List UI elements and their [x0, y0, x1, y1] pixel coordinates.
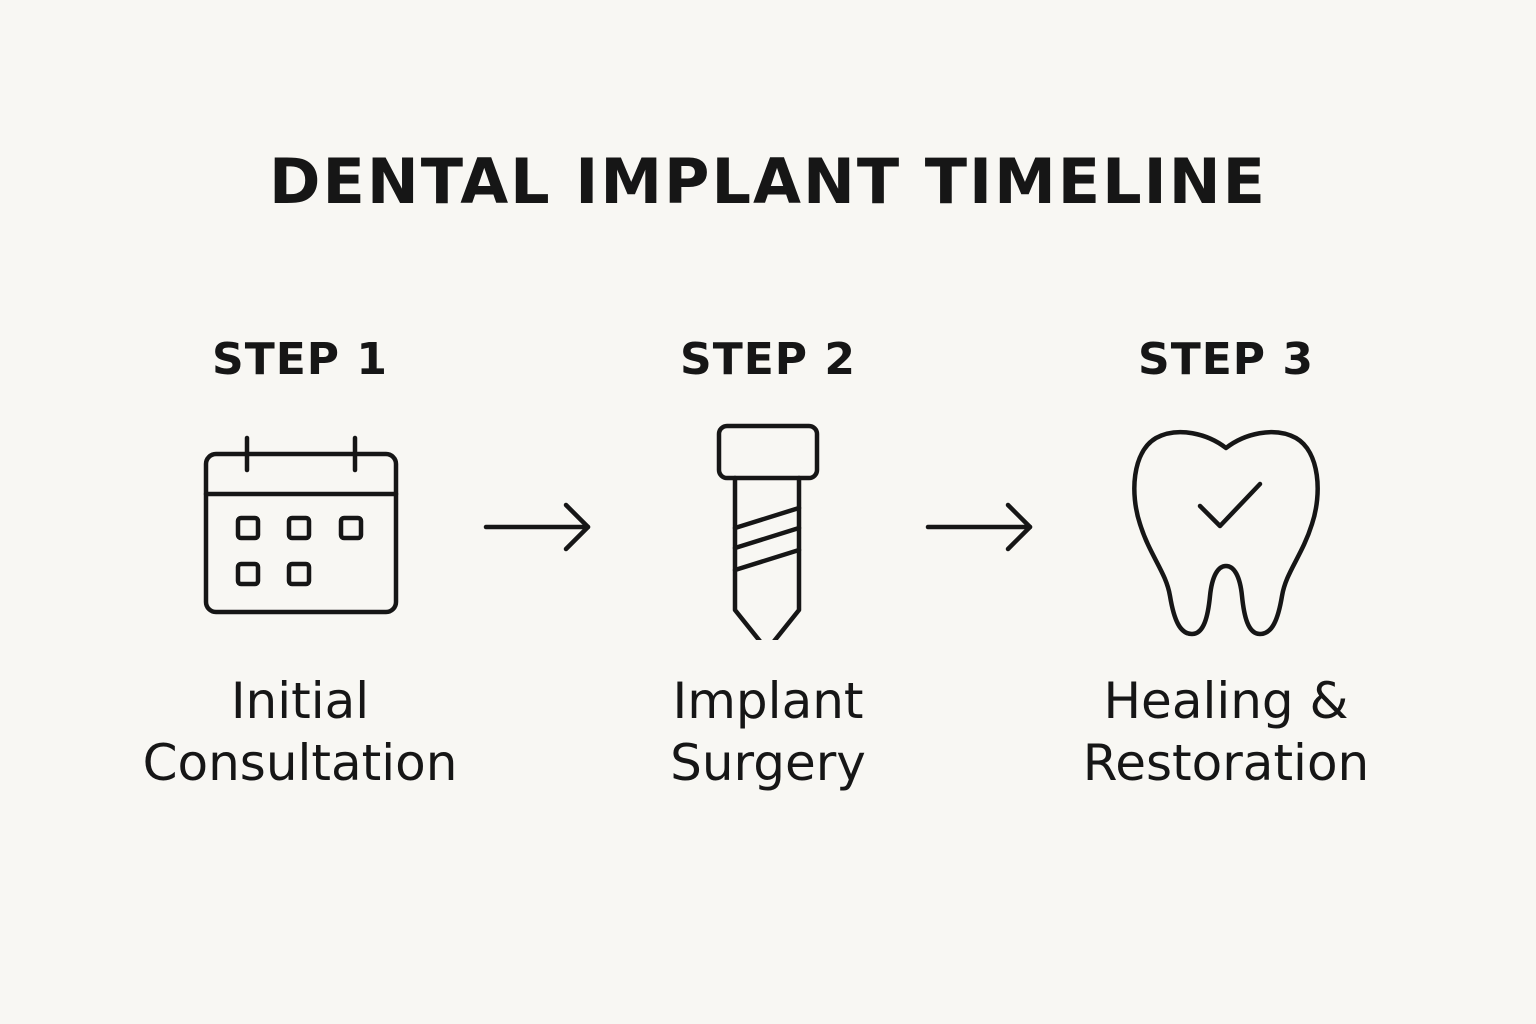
step-1-name-line2: Consultation [142, 734, 458, 792]
right-arrow-icon [483, 502, 591, 552]
step-2-name-line1: Implant [672, 672, 864, 730]
implant-screw-icon [716, 423, 820, 640]
step-3-name-line1: Healing & [1103, 672, 1349, 730]
step-1-name-line1: Initial [230, 672, 370, 730]
step-1: STEP 1 Initial Consultation [80, 320, 520, 800]
step-2-name: Implant Surgery [548, 670, 988, 794]
tooth-check-icon [1132, 429, 1320, 637]
step-2: STEP 2 Implant Surgery [548, 320, 988, 800]
right-arrow-icon [925, 502, 1033, 552]
step-2-name-line2: Surgery [670, 734, 866, 792]
step-3-name: Healing & Restoration [1006, 670, 1446, 794]
calendar-icon [203, 435, 399, 615]
step-1-label: STEP 1 [212, 334, 388, 385]
step-1-name: Initial Consultation [80, 670, 520, 794]
diagram-title: DENTAL IMPLANT TIMELINE [269, 145, 1267, 218]
step-3: STEP 3 Healing & Restoration [1006, 320, 1446, 800]
step-2-label: STEP 2 [680, 334, 856, 385]
step-3-name-line2: Restoration [1082, 734, 1370, 792]
step-3-label: STEP 3 [1138, 334, 1314, 385]
